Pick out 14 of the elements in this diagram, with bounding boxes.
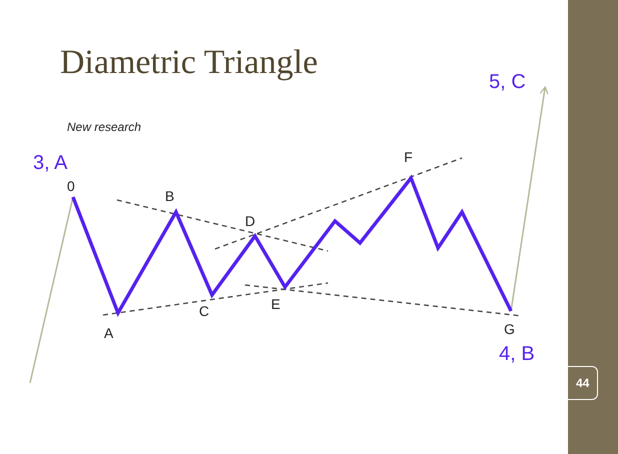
slide-title: Diametric Triangle — [60, 46, 318, 80]
point-label: D — [245, 214, 256, 228]
wave-label: 4, B — [499, 344, 535, 364]
wave-label: 5, C — [489, 72, 526, 92]
page-number: 44 — [568, 366, 598, 400]
point-label: A — [104, 326, 114, 340]
note-text: New research — [67, 121, 142, 133]
wave-label: 3, A — [33, 153, 68, 173]
point-label: G — [504, 322, 515, 336]
point-label: C — [199, 304, 210, 318]
point-label: 0 — [67, 179, 75, 193]
point-label: F — [404, 150, 413, 164]
point-label: E — [271, 297, 280, 311]
point-label: B — [165, 189, 174, 203]
